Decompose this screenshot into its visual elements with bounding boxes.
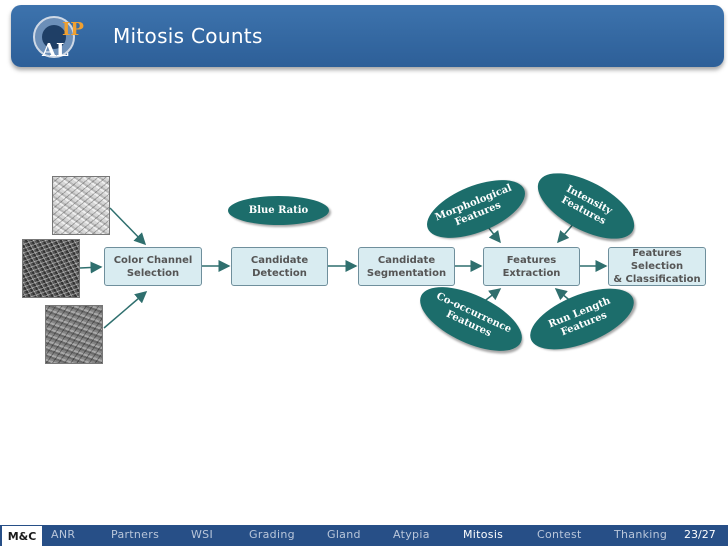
box-candidate-detection: Candidate Detection [231,247,328,286]
oval-intensity-features: Intensity Features [527,159,645,253]
nav-thanking[interactable]: Thanking [614,528,668,541]
footer-logo: M&C [2,526,42,546]
tissue-image-1 [52,176,110,235]
box-features-extraction: Features Extraction [483,247,580,286]
ipal-logo: IP AL [33,16,84,61]
nav-anr[interactable]: ANR [51,528,76,541]
nav-atypia[interactable]: Atypia [393,528,430,541]
logo-text-bottom: AL [41,40,69,61]
box-features-selection-classification: Features Selection & Classification [608,247,706,286]
nav-wsi[interactable]: WSI [191,528,214,541]
page-title: Mitosis Counts [113,24,263,48]
tissue-image-3 [45,305,103,364]
box-color-channel-selection: Color Channel Selection [104,247,202,286]
oval-run-length-features: Run Length Features [522,276,642,362]
arrow-thumb3 [103,291,148,329]
header-bar: IP AL Mitosis Counts [11,5,724,67]
logo-text-top: IP [62,19,84,40]
arrow-thumb2 [79,261,103,274]
box-candidate-segmentation: Candidate Segmentation [358,247,455,286]
oval-cooccurrence-features: Co-occurrence Features [411,274,531,364]
page-number: 23/27 [684,528,716,541]
nav-gland[interactable]: Gland [327,528,361,541]
oval-blue-ratio: Blue Ratio [228,196,329,225]
nav-mitosis[interactable]: Mitosis [463,528,504,541]
nav-contest[interactable]: Contest [537,528,582,541]
oval-morphological-features: Morphological Features [419,168,533,250]
arrow-thumb1 [109,207,147,246]
footer-bar [0,525,728,546]
nav-partners[interactable]: Partners [111,528,160,541]
tissue-image-2 [22,239,80,298]
nav-grading[interactable]: Grading [249,528,295,541]
